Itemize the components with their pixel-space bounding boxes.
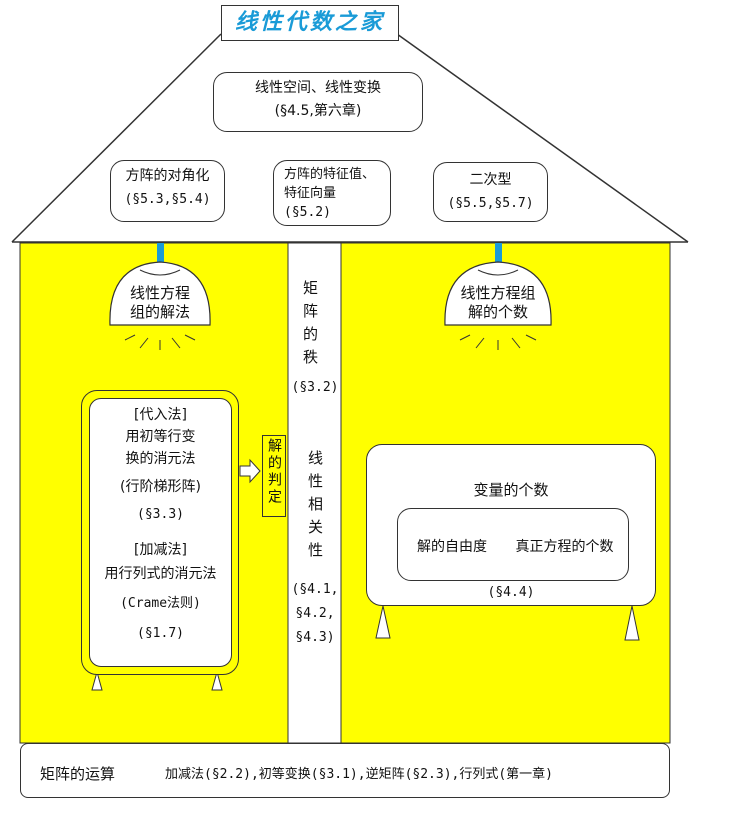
- diagonalization-line1: 方阵的对角化: [125, 168, 210, 184]
- variables-inner-box: [397, 508, 629, 581]
- degrees-of-freedom: 解的自由度: [417, 539, 487, 555]
- effective-equations: 真正方程的个数: [515, 539, 614, 555]
- column-rank: 矩阵的秩: [301, 280, 319, 372]
- column-rank-ref: (§3.2): [291, 380, 339, 395]
- elimination-method: [加减法] 用行列式的消元法 (Crame法则) (§1.7): [89, 538, 232, 646]
- elimination-line2: (Crame法则): [120, 596, 201, 611]
- substitution-title: [代入法]: [134, 407, 187, 423]
- page-title: 线性代数之家: [221, 5, 399, 41]
- dependence-ref-3: §4.3): [295, 630, 335, 645]
- linear-space-line2: (§4.5,第六章): [274, 103, 362, 119]
- linear-space-box: 线性空间、线性变换 (§4.5,第六章): [213, 72, 423, 132]
- left-lamp-line1: 线性方程: [129, 284, 190, 302]
- foundation: [20, 743, 670, 798]
- quadratic-form-line1: 二次型: [469, 172, 512, 188]
- diagonalization-line2: (§5.3,§5.4): [124, 192, 211, 207]
- substitution-method: [代入法] 用初等行变 换的消元法 (行阶梯形阵) (§3.3): [89, 404, 232, 526]
- right-lamp-line1: 线性方程组: [460, 284, 536, 302]
- foundation-label: 矩阵的运算: [40, 765, 116, 783]
- substitution-line1: 用初等行变: [125, 429, 196, 445]
- methods-cabinet: [89, 398, 232, 667]
- dependence-ref-2: §4.2,: [295, 606, 335, 621]
- diagonalization-box: 方阵的对角化 (§5.3,§5.4): [110, 160, 225, 222]
- eigenvalue-box: 方阵的特征值、 特征向量 (§5.2): [273, 160, 391, 226]
- left-lamp-line2: 组的解法: [129, 303, 190, 321]
- eigenvalue-line2: 特征向量: [284, 186, 337, 201]
- substitution-line2: 换的消元法: [125, 451, 196, 467]
- dependence-ref-1: (§4.1,: [291, 582, 339, 597]
- linear-space-line1: 线性空间、线性变换: [255, 80, 381, 96]
- judgement-label: 解的判定: [266, 438, 282, 506]
- foundation-text: 加减法(§2.2),初等变换(§3.1),逆矩阵(§2.3),行列式(第一章): [165, 767, 554, 782]
- lamp-cord: [157, 243, 164, 265]
- substitution-line3: (行阶梯形阵): [120, 479, 201, 495]
- column-dependence: 线性相关性: [306, 450, 324, 565]
- quadratic-form-line2: (§5.5,§5.7): [447, 196, 534, 211]
- elimination-ref: (§1.7): [137, 626, 184, 641]
- right-lamp-label: 线性方程组 解的个数: [450, 284, 546, 322]
- quadratic-form-box: 二次型 (§5.5,§5.7): [433, 162, 548, 222]
- substitution-ref: (§3.3): [137, 507, 184, 522]
- elimination-line1: 用行列式的消元法: [104, 566, 217, 582]
- left-lamp-label: 线性方程 组的解法: [118, 284, 202, 322]
- eigenvalue-line3: (§5.2): [284, 205, 331, 220]
- eigenvalue-line1: 方阵的特征值、: [284, 167, 376, 182]
- column-dependence-refs: (§4.1, §4.2, §4.3): [289, 578, 341, 650]
- variables-ref: (§4.4): [487, 585, 535, 600]
- variables-title: 变量的个数: [473, 481, 549, 499]
- elimination-title: [加减法]: [134, 542, 187, 558]
- judgement-box: 解的判定: [262, 435, 286, 517]
- right-lamp-line2: 解的个数: [467, 303, 528, 321]
